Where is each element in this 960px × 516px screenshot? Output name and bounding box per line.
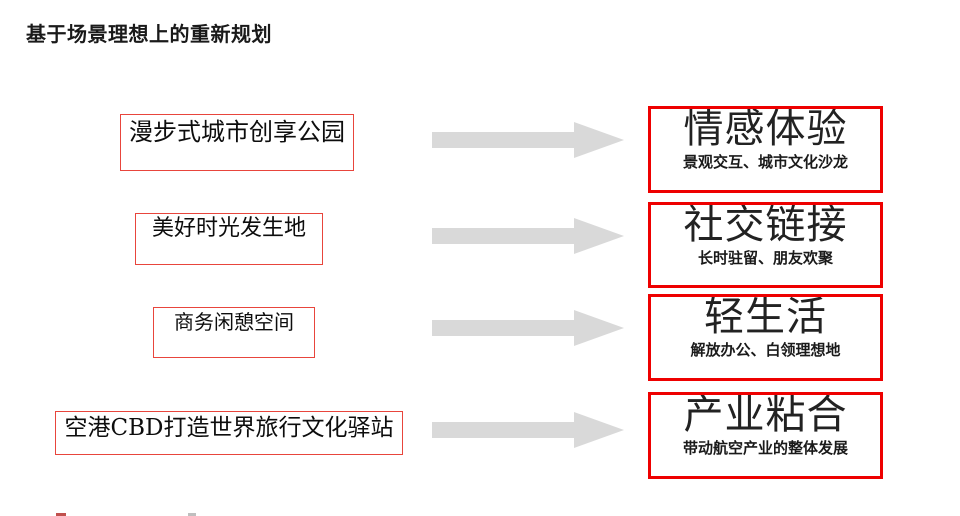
value-subtitle-3: 解放办公、白领理想地 [690,341,841,359]
value-box-4[interactable]: 产业粘合 带动航空产业的整体发展 [648,392,883,479]
scenario-box-3[interactable]: 商务闲憩空间 [153,307,315,358]
footer-clipped-mark-right [188,513,196,516]
value-box-1[interactable]: 情感体验 景观交互、城市文化沙龙 [648,106,883,193]
scenario-box-1[interactable]: 漫步式城市创享公园 [120,114,354,171]
scenario-label-4: 空港CBD打造世界旅行文化驿站 [64,415,394,441]
scenario-label-2: 美好时光发生地 [151,216,306,241]
value-title-4: 产业粘合 [683,392,848,438]
scenario-box-2[interactable]: 美好时光发生地 [135,213,323,265]
value-title-2: 社交链接 [683,202,848,248]
page-title: 基于场景理想上的重新规划 [26,22,272,46]
value-subtitle-4: 带动航空产业的整体发展 [682,439,848,457]
flow-arrow-right-2 [432,218,624,254]
flow-arrow-right-4 [432,412,624,448]
scenario-label-1: 漫步式城市创享公园 [129,118,345,146]
scenario-label-3: 商务闲憩空间 [174,310,294,334]
flow-arrow-right-3 [432,310,624,346]
value-box-3[interactable]: 轻生活 解放办公、白领理想地 [648,294,883,381]
value-subtitle-2: 长时驻留、朋友欢聚 [697,249,833,267]
flow-arrow-right-1 [432,122,624,158]
scenario-box-4[interactable]: 空港CBD打造世界旅行文化驿站 [55,411,403,455]
value-subtitle-1: 景观交互、城市文化沙龙 [682,153,848,171]
value-title-1: 情感体验 [683,106,848,152]
footer-clipped-mark-left [56,513,66,516]
value-box-2[interactable]: 社交链接 长时驻留、朋友欢聚 [648,202,883,288]
value-title-3: 轻生活 [704,294,827,340]
